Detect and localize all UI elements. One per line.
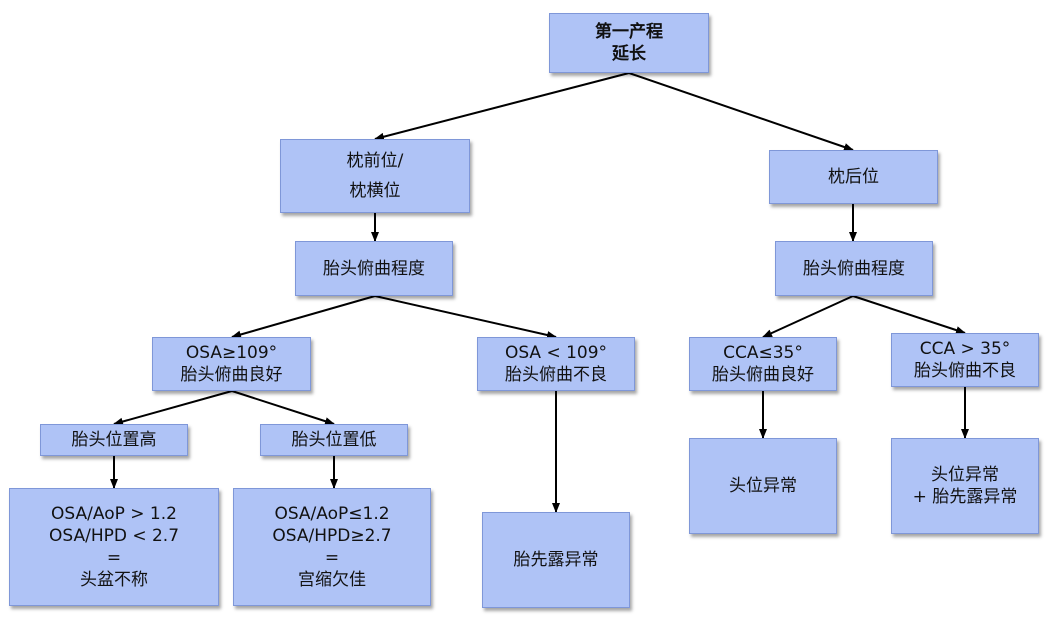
node-text-line: 枕前位/ (346, 151, 404, 171)
node-cca-good-flexion: CCA≤35°胎头俯曲良好 (689, 337, 837, 391)
node-outcome-malpresentation: 胎先露异常 (482, 512, 630, 608)
node-osa-good-flexion: OSA≥109°胎头俯曲良好 (152, 337, 311, 391)
node-text-line: 头位异常 (729, 476, 797, 496)
edge-flex-right-cca-good (762, 295, 854, 338)
node-text-line: 胎头俯曲程度 (323, 258, 425, 279)
node-text-line: 头位异常 (931, 465, 999, 485)
node-text-line: 胎头俯曲良好 (180, 365, 283, 385)
node-text-line: 胎头位置低 (291, 430, 377, 450)
node-text-line: OSA/HPD < 2.7 (48, 526, 180, 546)
node-flexion-degree-left: 胎头俯曲程度 (295, 241, 453, 296)
node-text-line: 头盆不称 (80, 570, 148, 590)
node-text-line: 胎头位置高 (71, 430, 157, 450)
node-outcome-malposition-plus: 头位异常+ 胎先露异常 (891, 438, 1039, 534)
node-text-line: = (106, 548, 122, 568)
edge-flex-right-cca-poor (852, 295, 966, 334)
node-text-line: 胎先露异常 (513, 550, 599, 570)
node-flexion-degree-right: 胎头俯曲程度 (775, 241, 933, 296)
node-text-line: OSA < 109° (504, 343, 608, 363)
node-text-line: 胎头俯曲不良 (505, 365, 607, 385)
edge-osa-good-station-high (113, 390, 233, 426)
node-text-line: = (324, 548, 340, 568)
node-text-line: 枕横位 (349, 181, 401, 201)
edge-flex-left-osa-poor (374, 295, 557, 339)
node-text-line: OSA/AoP > 1.2 (51, 504, 177, 524)
edge-osa-good-station-low (231, 390, 335, 426)
node-text-line: 宫缩欠佳 (298, 570, 366, 590)
node-text-line: CCA≤35° (723, 343, 803, 363)
node-text-line: OSA≥109° (185, 343, 278, 363)
node-text-line: CCA > 35° (919, 339, 1011, 359)
edge-flex-left-osa-good (231, 295, 376, 339)
node-text-line: 胎头俯曲程度 (803, 258, 905, 279)
node-root: 第一产程延长 (549, 13, 709, 73)
node-text-line: 胎头俯曲不良 (914, 361, 1016, 381)
node-text-line: OSA/HPD≥2.7 (272, 526, 392, 546)
node-text-line: 枕后位 (828, 167, 879, 187)
node-cca-poor-flexion: CCA > 35°胎头俯曲不良 (891, 333, 1039, 387)
node-occiput-posterior: 枕后位 (769, 150, 938, 204)
node-text-line: + 胎先露异常 (912, 487, 1018, 507)
edge-root-op (628, 72, 854, 151)
node-text-line: 延长 (612, 44, 646, 64)
node-text-line: 第一产程 (595, 22, 663, 42)
node-occiput-anterior-transverse: 枕前位/枕横位 (280, 139, 470, 213)
edge-root-oa (374, 72, 630, 141)
node-station-low: 胎头位置低 (260, 424, 408, 456)
node-outcome-malposition: 头位异常 (689, 438, 837, 534)
node-station-high: 胎头位置高 (40, 424, 188, 456)
node-osa-poor-flexion: OSA < 109°胎头俯曲不良 (477, 337, 635, 391)
node-text-line: 胎头俯曲良好 (712, 365, 814, 385)
node-text-line: OSA/AoP≤1.2 (274, 504, 390, 524)
